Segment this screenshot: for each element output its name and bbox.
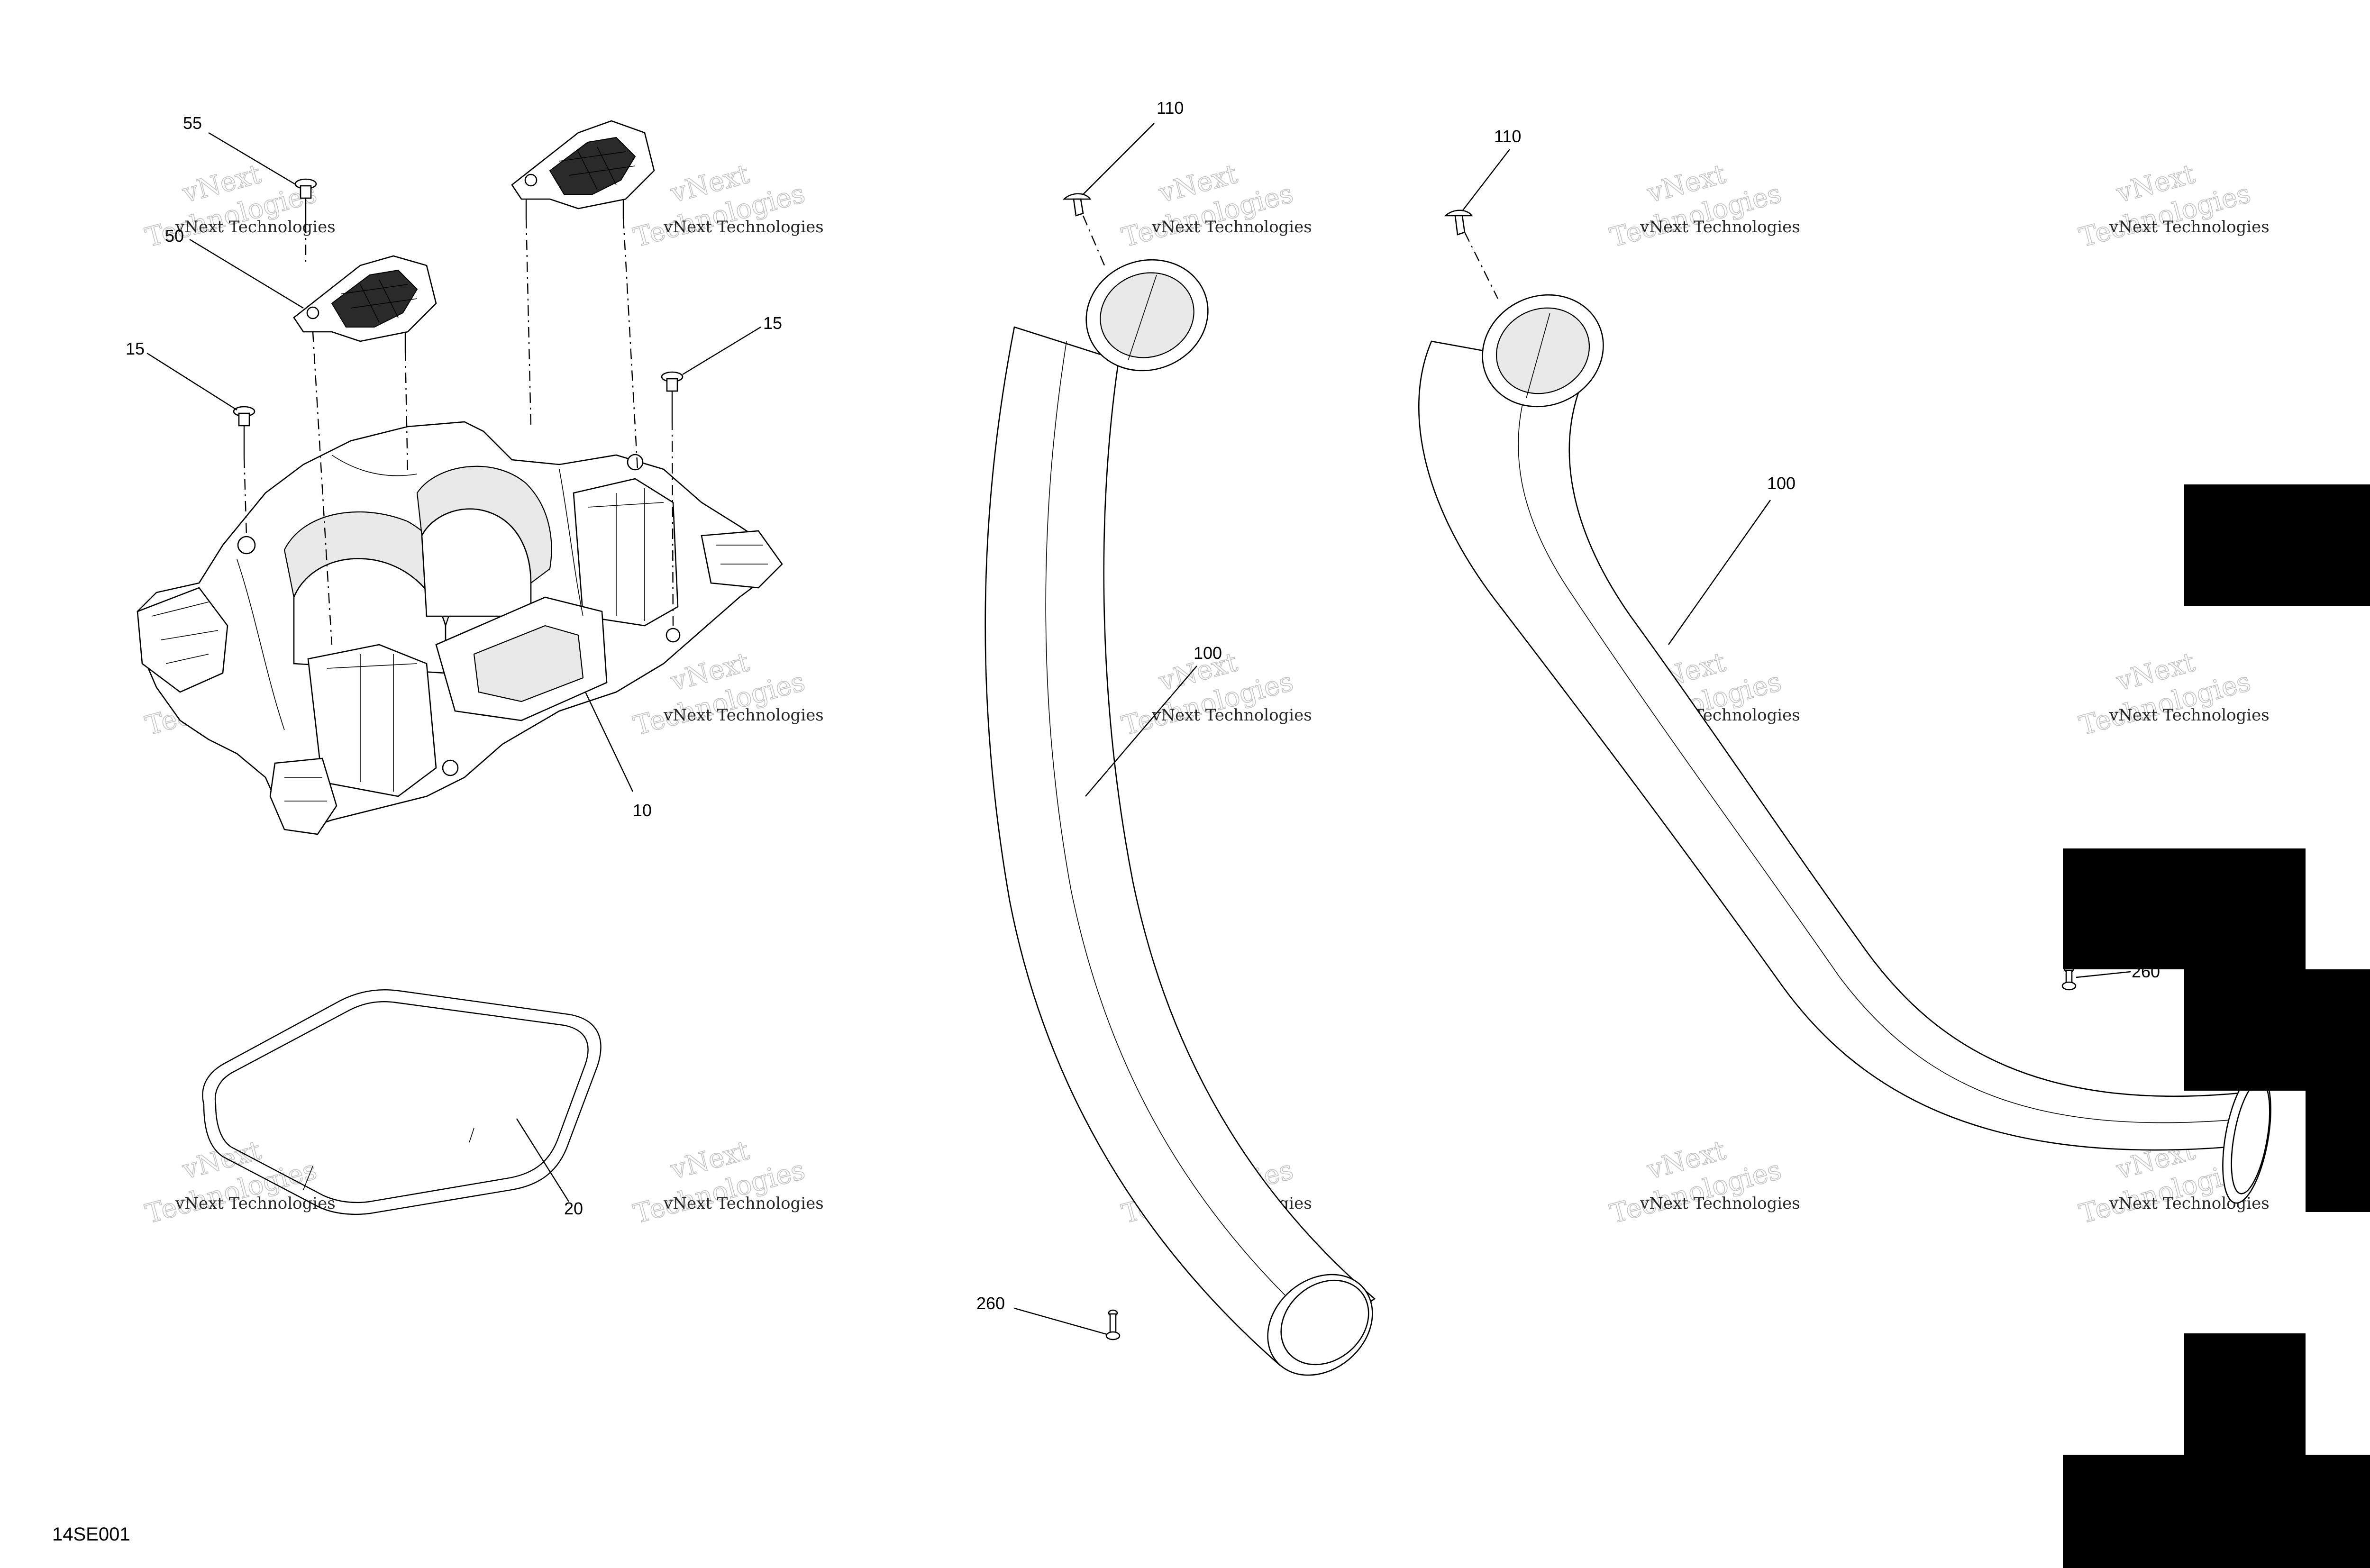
screw-part-260-right bbox=[2061, 966, 2077, 991]
callout-100-left: 100 bbox=[1194, 643, 1222, 663]
callouts: 55 50 15 15 10 20 110 110 100 100 260 26… bbox=[126, 98, 2160, 1313]
hose-part-100-left bbox=[984, 259, 1376, 1376]
watermark: vNext Technologies vNext Technologies bbox=[1606, 158, 1800, 254]
svg-text:vNext Technologies: vNext Technologies bbox=[663, 706, 824, 725]
svg-text:vNext Technologies: vNext Technologies bbox=[663, 1194, 824, 1213]
callout-110-left: 110 bbox=[1157, 98, 1184, 118]
svg-text:vNext Technologies: vNext Technologies bbox=[1151, 706, 1312, 725]
svg-text:vNext Technologies: vNext Technologies bbox=[1640, 218, 1800, 237]
callout-55: 55 bbox=[183, 113, 202, 133]
push-rivet-part-110-left bbox=[1062, 193, 1092, 217]
seal-part-20 bbox=[202, 989, 602, 1215]
hose-part-100-right bbox=[1418, 294, 2271, 1204]
screw-part-15-left bbox=[233, 406, 255, 457]
svg-text:vNext Technologies: vNext Technologies bbox=[2109, 706, 2270, 725]
diagram-code: 14SE001 bbox=[52, 1524, 130, 1545]
watermark: vNext Technologies vNext Technologies bbox=[2076, 647, 2270, 742]
svg-text:vNext Technologies: vNext Technologies bbox=[663, 218, 824, 237]
watermark: vNext Technologies vNext Technologies bbox=[2076, 158, 2270, 254]
callout-15-left: 15 bbox=[126, 339, 145, 358]
redaction-blocks bbox=[2063, 484, 2370, 1568]
redaction-block bbox=[2184, 969, 2370, 1091]
svg-text:vNext Technologies: vNext Technologies bbox=[175, 1194, 336, 1213]
watermark: vNext Technologies vNext Technologies bbox=[1606, 1135, 1800, 1230]
redaction-block bbox=[2184, 1333, 2306, 1455]
push-rivet-part-110-right bbox=[1444, 210, 1473, 236]
redaction-block bbox=[2063, 848, 2306, 969]
redaction-block bbox=[2184, 484, 2370, 606]
callout-260-left: 260 bbox=[976, 1294, 1005, 1313]
svg-text:vNext Technologies: vNext Technologies bbox=[1640, 1194, 1800, 1213]
callout-100-right: 100 bbox=[1767, 474, 1796, 493]
watermark: vNext Technologies vNext Technologies bbox=[630, 158, 824, 254]
screw-part-15-right bbox=[661, 371, 684, 419]
callout-10: 10 bbox=[633, 801, 652, 820]
svg-text:vNext Technologies: vNext Technologies bbox=[2109, 218, 2270, 237]
screw-part-55 bbox=[294, 178, 317, 223]
intake-housing-part-10 bbox=[137, 421, 783, 835]
svg-text:vNext Technologies: vNext Technologies bbox=[175, 218, 336, 237]
redaction-block bbox=[2063, 1455, 2370, 1568]
retaining-bracket-part-50-upper bbox=[511, 120, 655, 218]
callout-110-right: 110 bbox=[1494, 127, 1521, 146]
redaction-block bbox=[2306, 1091, 2370, 1212]
retaining-bracket-part-50 bbox=[293, 255, 437, 351]
watermark: vNext Technologies vNext Technologies bbox=[630, 1135, 824, 1230]
svg-text:vNext Technologies: vNext Technologies bbox=[1151, 218, 1312, 237]
callout-50: 50 bbox=[165, 226, 184, 246]
assembly-lines bbox=[243, 215, 1499, 645]
callout-20: 20 bbox=[564, 1199, 583, 1218]
callout-15-right: 15 bbox=[763, 313, 782, 333]
leader-lines bbox=[146, 123, 2131, 1335]
screw-part-260-left bbox=[1105, 1309, 1121, 1340]
watermark: vNext Technologies vNext Technologies bbox=[1118, 158, 1312, 254]
